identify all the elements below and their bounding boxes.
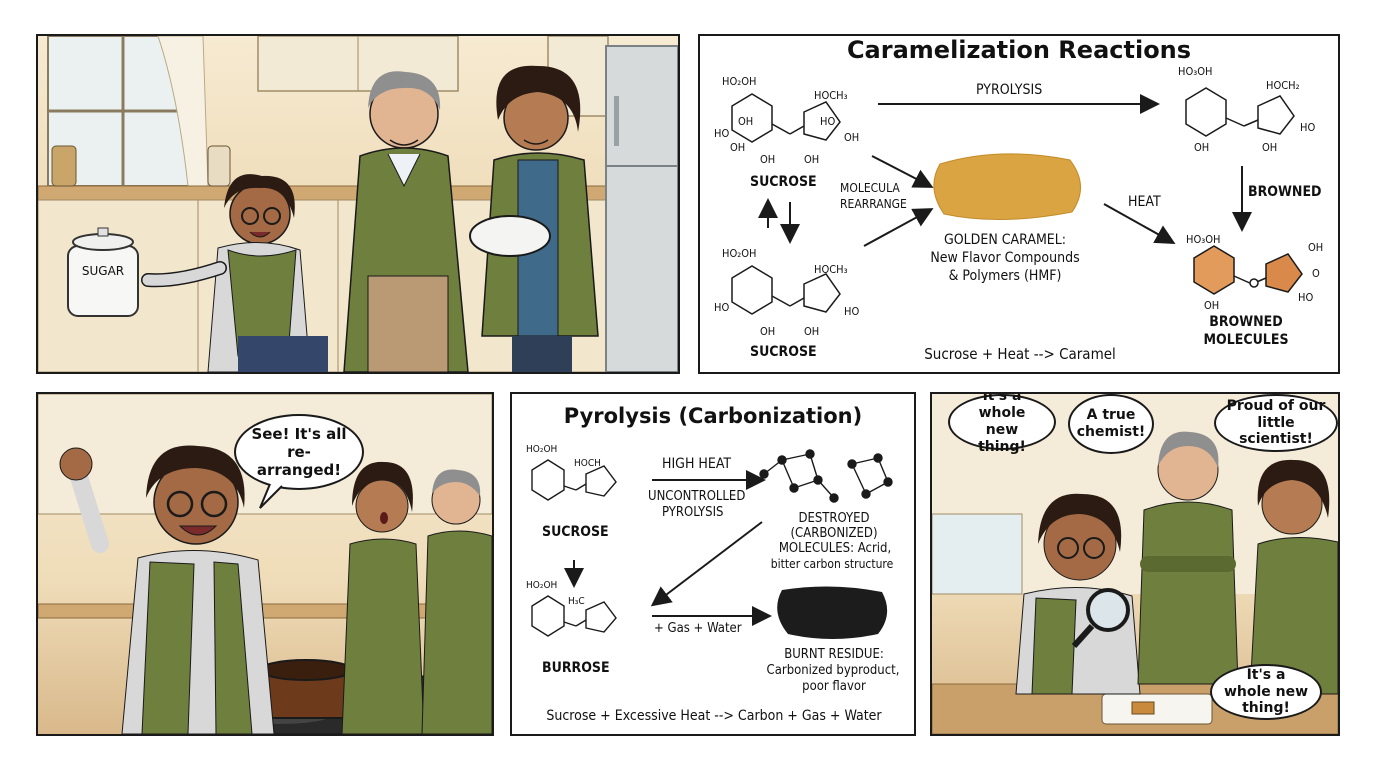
speech-bubble-whole-new-bottom: It's a whole new thing! — [1210, 664, 1322, 720]
sucrose-label-bottom: SUCROSE — [750, 344, 817, 360]
atom-label: OH — [1262, 141, 1278, 154]
heat-arrow-label: HEAT — [1128, 194, 1161, 210]
pyrolysis-product-molecule — [1185, 87, 1295, 137]
atom-label: HOCH₃ — [814, 263, 848, 276]
atom-label: HO — [1298, 291, 1314, 304]
atom-label: HO₂OH — [722, 247, 757, 260]
atom-label: HO₂OH — [526, 444, 558, 455]
burrose-label: BURROSE — [542, 660, 610, 676]
browned-molecule — [1193, 245, 1303, 295]
golden-caramel-swatch — [933, 153, 1081, 220]
sucrose-molecule-top — [731, 93, 841, 143]
caramelization-drawing — [731, 87, 1303, 315]
rearrange-label-line1: MOLECULA — [840, 181, 900, 195]
burnt-residue-swatch — [777, 586, 888, 639]
atom-label: HOCH — [574, 458, 601, 469]
atom-label: OH — [804, 325, 820, 338]
rearrange-label-line2: REARRANGE — [840, 197, 907, 211]
atom-label: OH — [760, 153, 776, 166]
atom-label: HO — [844, 305, 860, 318]
atom-label: HO — [820, 115, 836, 128]
golden-caramel-desc-2: & Polymers (HMF) — [948, 268, 1062, 284]
pyrolysis-arrow-label: PYROLYSIS — [976, 82, 1043, 98]
atom-label: OH — [1308, 241, 1324, 254]
atom-label: HO₂OH — [526, 580, 558, 591]
destroyed-label-1: DESTROYED — [798, 511, 870, 526]
speech-bubble-rearranged: See! It's all re-arranged! — [234, 414, 364, 490]
sucrose-molecule-bottom — [731, 265, 841, 315]
pyrolysis-equation: Sucrose + Excessive Heat --> Carbon + Ga… — [546, 708, 882, 724]
sucrose-molecule — [531, 459, 617, 501]
gas-water-label: + Gas + Water — [654, 621, 742, 636]
bubble-tail — [259, 483, 283, 509]
atom-label: OH — [804, 153, 820, 166]
atom-label: HOCH₂ — [1266, 79, 1300, 92]
panel-stove-scene: See! It's all re-arranged! — [36, 392, 494, 736]
atom-label: HO₃OH — [1178, 65, 1213, 78]
atom-label: HO — [714, 127, 730, 140]
atom-label: O — [1312, 267, 1320, 280]
panel-caramelization-diagram: Caramelization Reactions — [698, 34, 1340, 374]
sugar-jar-label: SUGAR — [81, 264, 125, 278]
high-heat-label: HIGH HEAT — [662, 456, 732, 472]
destroyed-molecules — [759, 449, 893, 503]
destroyed-label-4: bitter carbon structure — [770, 557, 894, 571]
atom-label: HO — [1300, 121, 1316, 134]
panel-pyrolysis-diagram: Pyrolysis (Carbonization) — [510, 392, 916, 736]
kitchen-illustration — [38, 36, 678, 372]
burnt-label-1: BURNT RESIDUE: — [784, 647, 884, 662]
uncontrolled-label-1: UNCONTROLLED — [648, 489, 746, 504]
uncontrolled-label-2: PYROLYSIS — [662, 505, 724, 520]
sucrose-label: SUCROSE — [542, 524, 609, 540]
atom-label: HO₃OH — [1186, 233, 1221, 246]
destroyed-label-3: MOLECULES: Acrid, — [778, 541, 892, 556]
burnt-label-3: poor flavor — [802, 679, 866, 694]
atom-label: OH — [1204, 299, 1220, 312]
diagram-title: Caramelization Reactions — [846, 36, 1192, 64]
speech-bubble-proud: Proud of our little scientist! — [1214, 394, 1338, 452]
atom-label: OH — [1194, 141, 1210, 154]
atom-label: OH — [760, 325, 776, 338]
burrose-molecule — [531, 595, 617, 637]
caramel-equation: Sucrose + Heat --> Caramel — [924, 345, 1116, 363]
speech-bubble-true-chemist: A true chemist! — [1068, 394, 1154, 454]
atom-label: HO₂OH — [722, 75, 757, 88]
panel-proud-family: It's a whole new thing! A true chemist! … — [930, 392, 1340, 736]
panel-kitchen-scene: SUGAR — [36, 34, 680, 374]
atom-label: OH — [730, 141, 746, 154]
browned-molecules-label-2: MOLECULES — [1203, 332, 1289, 348]
destroyed-label-2: (CARBONIZED) — [790, 526, 878, 541]
browned-molecules-label-1: BROWNED — [1209, 314, 1283, 330]
golden-caramel-title: GOLDEN CARAMEL: — [943, 232, 1067, 248]
atom-label: OH — [738, 115, 754, 128]
sucrose-label-top: SUCROSE — [750, 174, 817, 190]
atom-label: H₃C — [568, 596, 585, 607]
pyrolysis-drawing — [531, 449, 893, 639]
atom-label: HO — [714, 301, 730, 314]
atom-label: OH — [844, 131, 860, 144]
browned-arrow-label: BROWNED — [1248, 184, 1322, 200]
pyrolysis-title: Pyrolysis (Carbonization) — [563, 404, 863, 428]
atom-label: HOCH₃ — [814, 89, 848, 102]
speech-bubble-whole-new-left: It's a whole new thing! — [948, 394, 1056, 455]
golden-caramel-desc-1: New Flavor Compounds — [930, 250, 1080, 266]
burnt-label-2: Carbonized byproduct, — [766, 663, 900, 678]
